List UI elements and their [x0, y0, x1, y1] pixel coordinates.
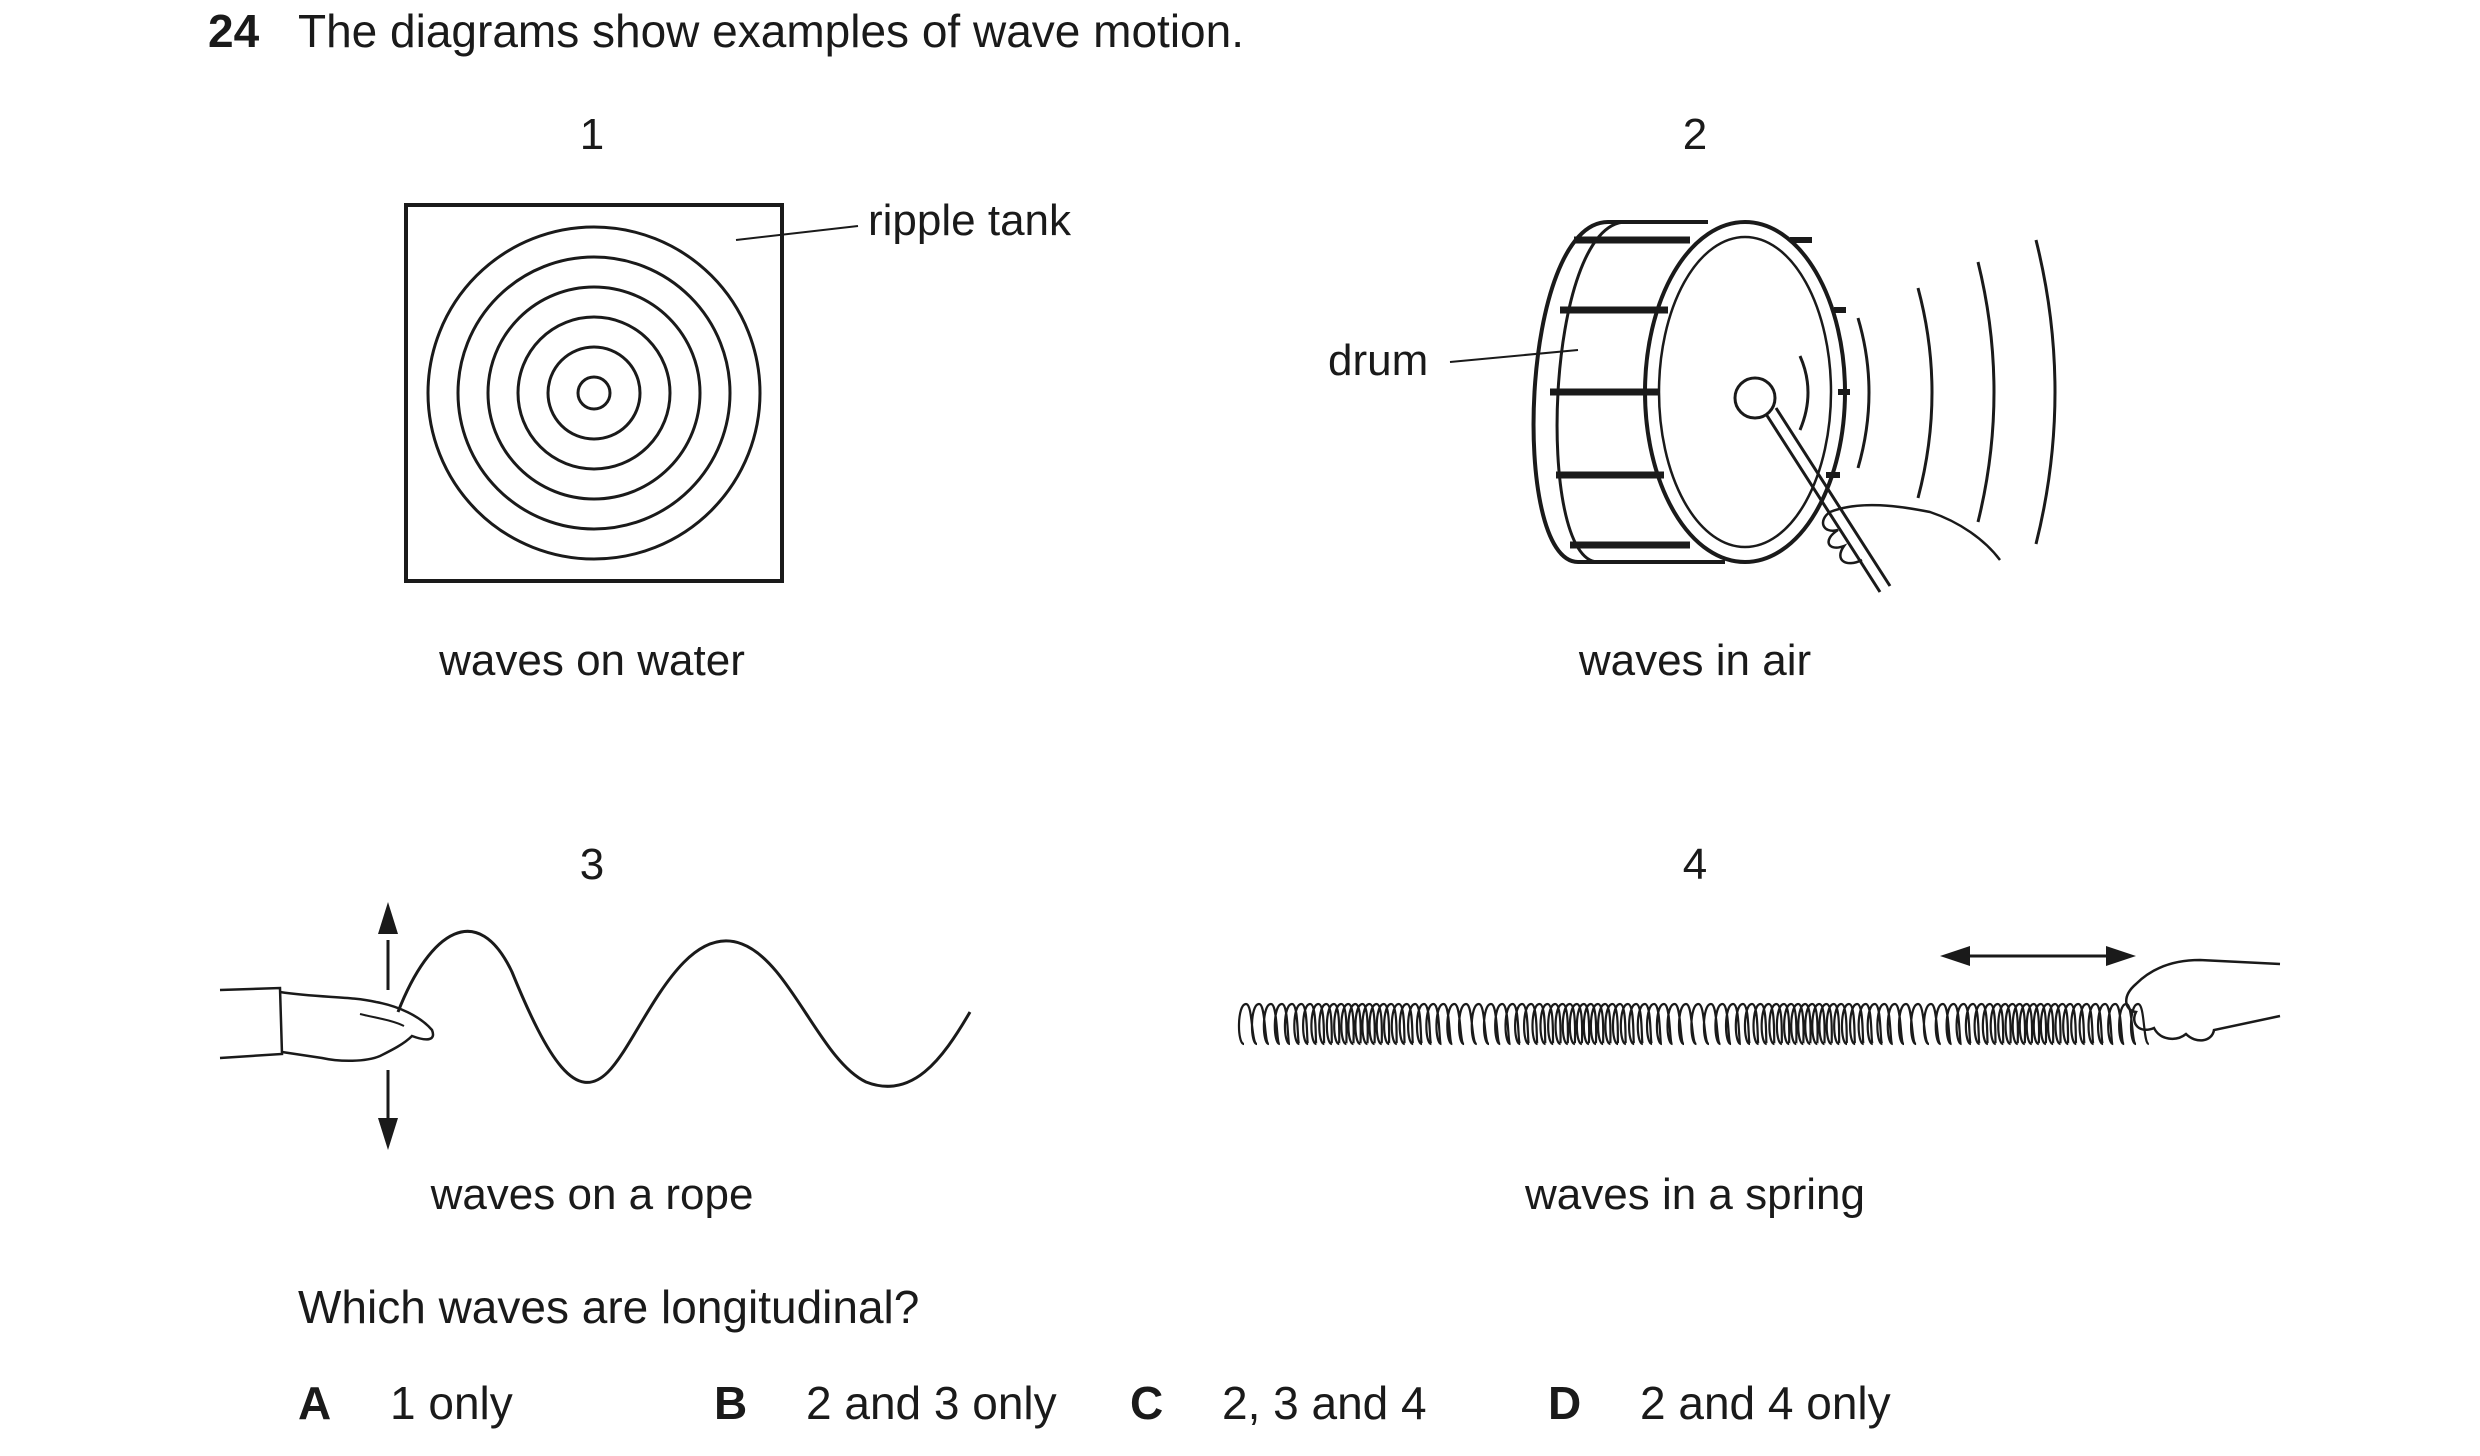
diagram-4-number: 4 — [1682, 840, 1708, 889]
question-number: 24 — [208, 5, 260, 57]
ripple-tank-illustration — [404, 203, 859, 583]
option-d-text[interactable]: 2 and 4 only — [1640, 1377, 1891, 1429]
diagram-3-caption: waves on a rope — [430, 1170, 754, 1219]
option-a-letter[interactable]: A — [298, 1377, 332, 1429]
ripple-tank-label: ripple tank — [868, 196, 1072, 245]
drum-label: drum — [1328, 336, 1429, 385]
diagram-2-number: 2 — [1682, 110, 1708, 159]
option-c-text[interactable]: 2, 3 and 4 — [1222, 1377, 1427, 1429]
diagram-1-caption: waves on water — [439, 636, 745, 685]
drum-illustration — [1449, 220, 2057, 593]
question-prompt: Which waves are longitudinal? — [298, 1281, 920, 1333]
option-b-letter[interactable]: B — [714, 1377, 748, 1429]
option-a-text[interactable]: 1 only — [390, 1377, 513, 1429]
diagram-4-caption: waves in a spring — [1525, 1170, 1865, 1219]
diagram-1-number: 1 — [579, 110, 605, 159]
option-d-letter[interactable]: D — [1548, 1377, 1582, 1429]
option-b-text[interactable]: 2 and 3 only — [806, 1377, 1057, 1429]
diagram-3-number: 3 — [579, 840, 605, 889]
rope-illustration — [219, 902, 972, 1150]
option-c-letter[interactable]: C — [1130, 1377, 1164, 1429]
spring-illustration — [1237, 946, 2281, 1046]
diagram-2-caption: waves in air — [1578, 636, 1812, 685]
question-stem: The diagrams show examples of wave motio… — [298, 5, 1244, 57]
